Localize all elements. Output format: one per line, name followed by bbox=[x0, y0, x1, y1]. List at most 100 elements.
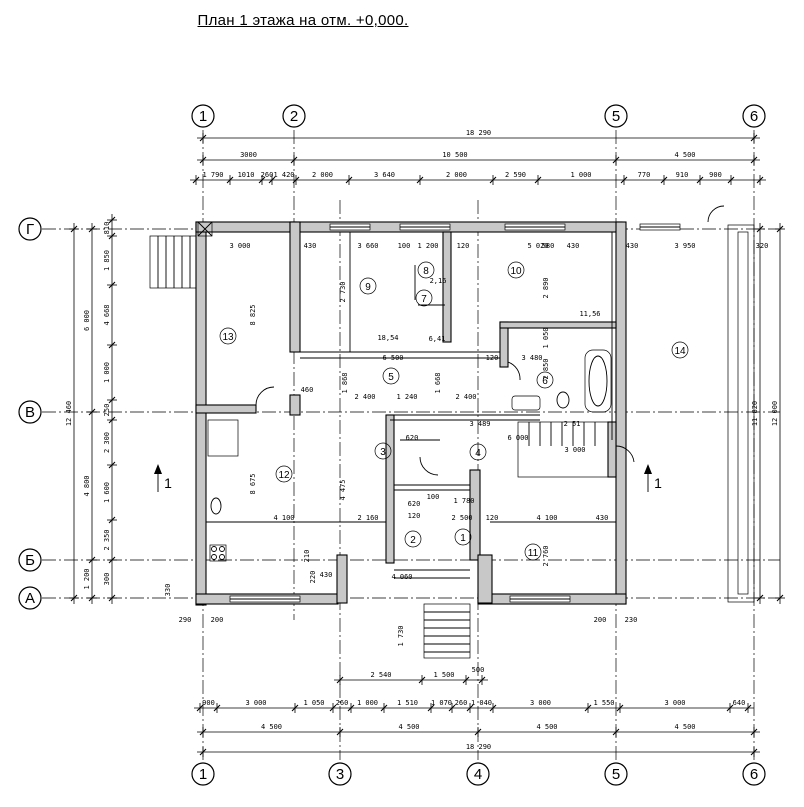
axis-bubble-В bbox=[18, 400, 42, 424]
bottom-row1-text: 640 bbox=[733, 699, 746, 707]
left-row3-text: 2 300 bbox=[103, 432, 111, 453]
top-row3-text: 1 420 bbox=[273, 171, 294, 179]
axis-label-top-6: 6 bbox=[750, 108, 758, 125]
interior-dim-text: 1 780 bbox=[453, 497, 474, 505]
interior-dim-text: 430 bbox=[567, 242, 580, 250]
room-marker-10 bbox=[507, 261, 525, 279]
top-row3-text: 900 bbox=[709, 171, 722, 179]
left-row2-text: 6 000 bbox=[83, 310, 91, 331]
wall bbox=[289, 221, 301, 353]
left-row3-text: 2 350 bbox=[103, 529, 111, 550]
top-row3-text: 3 640 bbox=[374, 171, 395, 179]
left-row3-text: 1 850 bbox=[103, 250, 111, 271]
interior-dim-text: 5 020 bbox=[527, 242, 548, 250]
top-row3-text: 770 bbox=[638, 171, 651, 179]
room-marker-8 bbox=[417, 261, 435, 279]
bathtub bbox=[584, 349, 612, 413]
room-number-4: 4 bbox=[475, 448, 481, 459]
room-number-8: 8 bbox=[423, 266, 429, 277]
interior-dim-text: 580 bbox=[542, 242, 555, 250]
top-row3-text: 910 bbox=[676, 171, 689, 179]
interior-dim-text: 3 480 bbox=[521, 354, 542, 362]
interior-dim-text: 3 489 bbox=[469, 420, 490, 428]
interior-dim-text: 430 bbox=[304, 242, 317, 250]
right-overall-text: 12 000 bbox=[771, 401, 779, 426]
axis-bubble-top-6 bbox=[742, 104, 766, 128]
chimney-cross bbox=[197, 221, 213, 237]
bottom-row2-text: 4 500 bbox=[398, 723, 419, 731]
interior-dim-text: 1 868 bbox=[341, 372, 349, 393]
interior-dim-text: 120 bbox=[486, 354, 499, 362]
interior-dim-text: 8 825 bbox=[249, 304, 257, 325]
door-swing bbox=[615, 445, 635, 463]
interior-dim-text: 3 000 bbox=[564, 446, 585, 454]
interior-dim-text: 3 000 bbox=[229, 242, 250, 250]
room-number-6: 6 bbox=[542, 376, 548, 387]
interior-dim-text: 100 bbox=[398, 242, 411, 250]
interior-dim-text: 1 200 bbox=[417, 242, 438, 250]
interior-dim-text: 2 890 bbox=[542, 277, 550, 298]
room-marker-2 bbox=[404, 530, 422, 548]
interior-dim-text: 2 760 bbox=[542, 545, 550, 566]
axis-bubble-bottom-5 bbox=[604, 762, 628, 786]
bottom-row2-text: 4 500 bbox=[674, 723, 695, 731]
interior-dim-text: 6 500 bbox=[382, 354, 403, 362]
axis-bubble-top-2 bbox=[282, 104, 306, 128]
wall bbox=[499, 321, 617, 329]
axis-label-В: В bbox=[25, 404, 35, 421]
axis-bubble-Б bbox=[18, 548, 42, 572]
wall bbox=[615, 221, 627, 605]
room-marker-12 bbox=[275, 465, 293, 483]
axis-label-top-5: 5 bbox=[612, 108, 620, 125]
axis-label-bottom-3: 3 bbox=[336, 766, 344, 783]
left-row2-text: 1 200 bbox=[83, 568, 91, 589]
room-marker-13 bbox=[219, 327, 237, 345]
left-row3-text: 810 bbox=[103, 222, 111, 235]
interior-dim-text: 210 bbox=[303, 550, 311, 563]
burner bbox=[211, 554, 217, 560]
room-marker-7 bbox=[415, 289, 433, 307]
interior-dim-text: 120 bbox=[408, 512, 421, 520]
top-row3-text: 1010 bbox=[238, 171, 255, 179]
section-arrow-icon bbox=[644, 464, 652, 474]
interior-dim-text: 230 bbox=[625, 616, 638, 624]
interior-dim-text: 2 730 bbox=[339, 281, 347, 302]
top-row3-text: 2 000 bbox=[312, 171, 333, 179]
bottom-row1-text: 1 050 bbox=[303, 699, 324, 707]
terrace-inner bbox=[737, 231, 749, 595]
axis-bubble-top-5 bbox=[604, 104, 628, 128]
room-number-12: 12 bbox=[278, 470, 290, 481]
interior-dim-text: 290 bbox=[179, 616, 192, 624]
interior-dim-text: 1 050 bbox=[542, 327, 550, 348]
top-row2-text: 10 500 bbox=[442, 151, 467, 159]
axis-label-А: А bbox=[25, 590, 35, 607]
interior-dim-text: 1 240 bbox=[396, 393, 417, 401]
interior-dim-text: 120 bbox=[486, 514, 499, 522]
room-marker-1 bbox=[454, 528, 472, 546]
room-number-5: 5 bbox=[388, 372, 394, 383]
section-mark-label: 1 bbox=[654, 475, 662, 491]
room-area-1854: 18,54 bbox=[377, 334, 398, 342]
room-area-641: 6,41 bbox=[429, 335, 446, 343]
left-row3-text: 300 bbox=[103, 573, 111, 586]
interior-dim-text: 620 bbox=[408, 500, 421, 508]
bottom-row1-text: 3 000 bbox=[664, 699, 685, 707]
interior-dim-text: 430 bbox=[320, 571, 333, 579]
interior-dim-text: 4 100 bbox=[273, 514, 294, 522]
interior-dim-text: 330 bbox=[164, 584, 172, 597]
room-number-9: 9 bbox=[365, 282, 371, 293]
wall bbox=[477, 554, 493, 604]
interior-dim-text: 320 bbox=[756, 242, 769, 250]
interior-dim-text: 2 400 bbox=[354, 393, 375, 401]
room-marker-3 bbox=[374, 442, 392, 460]
stair-top-left bbox=[149, 235, 197, 289]
room-number-1: 1 bbox=[460, 533, 466, 544]
axis-label-bottom-6: 6 bbox=[750, 766, 758, 783]
left-row3-text: 1 600 bbox=[103, 482, 111, 503]
axis-label-Г: Г bbox=[26, 221, 34, 238]
interior-dim-text: 430 bbox=[626, 242, 639, 250]
top-row3-text: 260 bbox=[261, 171, 274, 179]
section-mark-label: 1 bbox=[164, 475, 172, 491]
bottom-row1-text: 1 000 bbox=[357, 699, 378, 707]
